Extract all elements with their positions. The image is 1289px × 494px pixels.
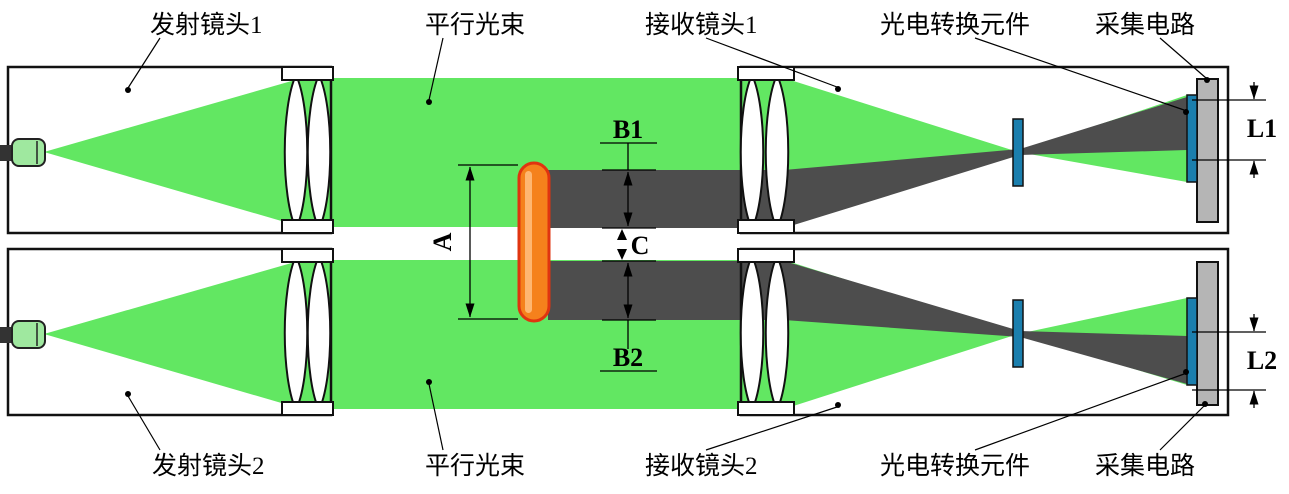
source-body-2 xyxy=(11,320,46,349)
source-connector-2 xyxy=(0,327,12,343)
photoelectric-strip-1 xyxy=(1186,94,1198,183)
leader-dot xyxy=(125,391,131,397)
dimension-c: C xyxy=(602,227,656,262)
dim-label-l1: L1 xyxy=(1247,114,1277,143)
label-receiver-lens-2: 接收镜头2 xyxy=(645,452,758,480)
leader-dot xyxy=(1183,109,1189,115)
emission-cone-1 xyxy=(44,78,302,227)
label-photoelectric-element-bottom: 光电转换元件 xyxy=(880,452,1030,480)
lens-mount xyxy=(281,401,334,416)
beams-channel-1 xyxy=(44,78,1187,228)
measured-object xyxy=(517,161,551,323)
photoelectric-strip-2 xyxy=(1186,297,1198,386)
dim-label-l2: L2 xyxy=(1247,346,1277,375)
apertures xyxy=(1012,118,1024,368)
leader-parallel-beam-bottom xyxy=(428,383,444,451)
emission-cone-2 xyxy=(44,260,302,409)
leader-receiver-lens-2 xyxy=(705,406,838,451)
arrow-up-icon xyxy=(617,229,627,240)
detector-1 xyxy=(1186,78,1219,223)
lens-mount xyxy=(737,401,795,416)
label-emitter-lens-1: 发射镜头1 xyxy=(150,11,263,39)
aperture-2 xyxy=(1012,299,1024,368)
leader-emitter-lens-2 xyxy=(127,395,161,451)
dim-label-b2: B2 xyxy=(613,343,643,372)
lens-mount xyxy=(737,66,795,81)
leader-photoelectric-2 xyxy=(974,373,1185,451)
source-body-1 xyxy=(11,138,46,167)
light-source-2 xyxy=(0,320,46,349)
label-acquisition-circuit-bottom: 采集电路 xyxy=(1095,452,1195,480)
label-parallel-beam-bottom: 平行光束 xyxy=(425,452,525,480)
leader-acquisition-1 xyxy=(1159,37,1207,79)
source-connector-1 xyxy=(0,145,12,161)
lens-mount xyxy=(737,219,795,234)
leader-dot xyxy=(835,402,841,408)
light-source-1 xyxy=(0,138,46,167)
lens-mount xyxy=(281,66,334,81)
aperture-1 xyxy=(1012,118,1024,187)
beams-channel-2 xyxy=(44,260,1187,409)
leader-acquisition-2 xyxy=(1159,405,1205,451)
leader-parallel-beam-top xyxy=(428,37,444,101)
dimension-a: A xyxy=(428,164,518,320)
label-receiver-lens-1: 接收镜头1 xyxy=(645,11,758,39)
leader-dot xyxy=(1204,77,1210,83)
leader-lines xyxy=(125,37,1210,451)
lens-mount xyxy=(281,248,334,263)
object-rod xyxy=(517,161,551,323)
leader-dot xyxy=(125,87,131,93)
dim-label-c: C xyxy=(631,231,650,260)
dimension-l1: L1 xyxy=(1192,82,1277,178)
label-photoelectric-element-top: 光电转换元件 xyxy=(880,11,1030,39)
dim-label-a: A xyxy=(428,232,457,251)
shadow-cone-1 xyxy=(784,97,1187,228)
leader-dot xyxy=(426,99,432,105)
arrow-down-icon xyxy=(617,249,627,260)
lens-mount xyxy=(737,248,795,263)
label-emitter-lens-2: 发射镜头2 xyxy=(152,452,265,480)
shadow-cone-2 xyxy=(784,261,1187,384)
leader-dot xyxy=(1183,369,1189,375)
labels: 发射镜头1 平行光束 接收镜头1 光电转换元件 采集电路 发射镜头2 平行光束 … xyxy=(150,11,1195,480)
dim-label-b1: B1 xyxy=(613,115,643,144)
dimension-l2: L2 xyxy=(1192,314,1277,408)
leader-dot xyxy=(1202,401,1208,407)
leader-photoelectric-1 xyxy=(974,37,1185,111)
leader-dot xyxy=(835,86,841,92)
lenses xyxy=(281,66,795,416)
label-parallel-beam-top: 平行光束 xyxy=(425,11,525,39)
dimension-b2: B2 xyxy=(600,262,657,372)
dimension-b1: B1 xyxy=(600,115,657,227)
label-acquisition-circuit-top: 采集电路 xyxy=(1095,11,1195,39)
leader-emitter-lens-1 xyxy=(127,37,161,89)
leader-dot xyxy=(426,379,432,385)
acquisition-board-2 xyxy=(1196,261,1219,406)
detector-2 xyxy=(1186,261,1219,406)
lens-mount xyxy=(281,219,334,234)
leader-receiver-lens-1 xyxy=(705,37,838,88)
object-highlight xyxy=(525,171,532,313)
